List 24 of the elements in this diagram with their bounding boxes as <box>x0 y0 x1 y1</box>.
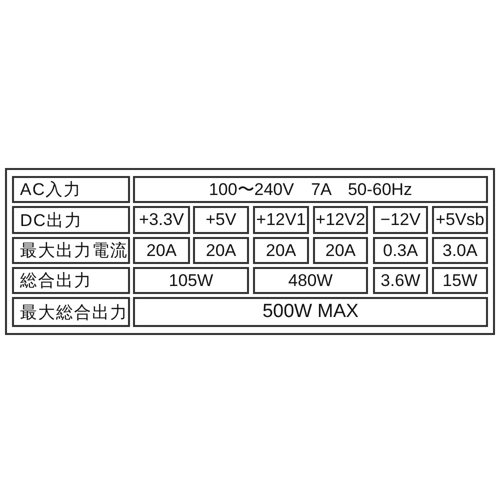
value-cell: +5Vsb <box>432 206 488 234</box>
row-header-cell: 最大総合出力 <box>12 297 130 327</box>
value-cell: 0.3A <box>373 237 428 264</box>
value-cell: −12V <box>373 206 428 234</box>
value-cell: 3.6W <box>373 267 428 294</box>
value-cell: +3.3V <box>133 206 190 234</box>
value-cell: +12V1 <box>253 206 309 234</box>
value-cell: 3.0A <box>432 237 488 264</box>
value-cell: +5V <box>193 206 249 234</box>
value-cell: 105W <box>133 267 249 294</box>
row-header-cell: 総合出力 <box>12 267 130 294</box>
value-cell: 15W <box>432 267 488 294</box>
table-frame <box>5 168 495 335</box>
value-cell: 480W <box>253 267 368 294</box>
value-cell: 500W MAX <box>133 297 488 327</box>
value-cell: 20A <box>193 237 249 264</box>
value-cell: 100〜240V 7A 50-60Hz <box>133 176 488 203</box>
row-header-cell: AC入力 <box>12 176 130 203</box>
value-cell: 20A <box>313 237 368 264</box>
row-header-cell: 最大出力電流 <box>12 237 130 264</box>
value-cell: 20A <box>253 237 309 264</box>
value-cell: +12V2 <box>313 206 368 234</box>
row-header-cell: DC出力 <box>12 206 130 234</box>
value-cell: 20A <box>133 237 190 264</box>
